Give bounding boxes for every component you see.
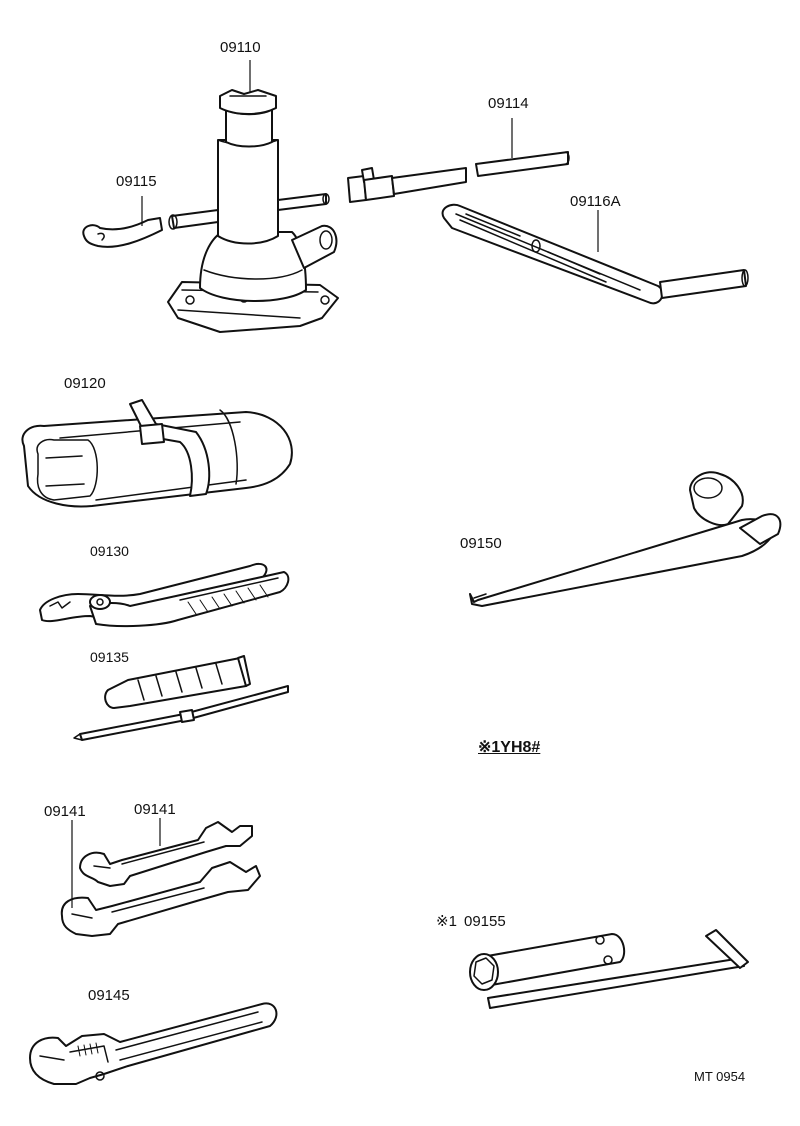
plug-wrench-illustration	[469, 929, 749, 1009]
applicability-note: ※1YH8#	[478, 739, 541, 756]
leader-lines	[71, 60, 599, 908]
part-label-plug-wrench: 09155	[464, 913, 506, 930]
jack-hook-illustration	[82, 217, 163, 248]
part-label-tool-bag: 09120	[64, 375, 106, 392]
lug-wrench-illustration	[469, 471, 782, 607]
adjustable-wrench-illustration	[29, 1002, 278, 1085]
part-label-adjustable-wrench: 09145	[88, 987, 130, 1004]
part-label-pliers: 09130	[90, 543, 129, 559]
part-label-wrench-upper: 09141	[134, 801, 176, 818]
pliers-illustration	[39, 562, 290, 628]
screwdriver-illustration	[73, 655, 289, 741]
figure-code: MT 0954	[694, 1069, 746, 1084]
part-label-screwdriver: 09135	[90, 649, 129, 665]
part-label-jack-handle: 09114	[488, 95, 529, 112]
jack-illustration	[167, 89, 339, 333]
plug-wrench-marker: ※1	[436, 913, 457, 930]
part-label-jack-handle-bar: 09116A	[570, 193, 621, 210]
part-label-lug-wrench: 09150	[460, 535, 502, 552]
jack-handle-bar-illustration	[441, 203, 749, 305]
tool-bag-illustration	[21, 399, 293, 508]
part-label-jack: 09110	[220, 39, 261, 56]
wrench-upper-illustration	[79, 821, 253, 887]
part-label-wrench-lower: 09141	[44, 803, 86, 820]
jack-handle-illustration	[347, 151, 570, 203]
part-label-jack-hook: 09115	[116, 173, 157, 190]
